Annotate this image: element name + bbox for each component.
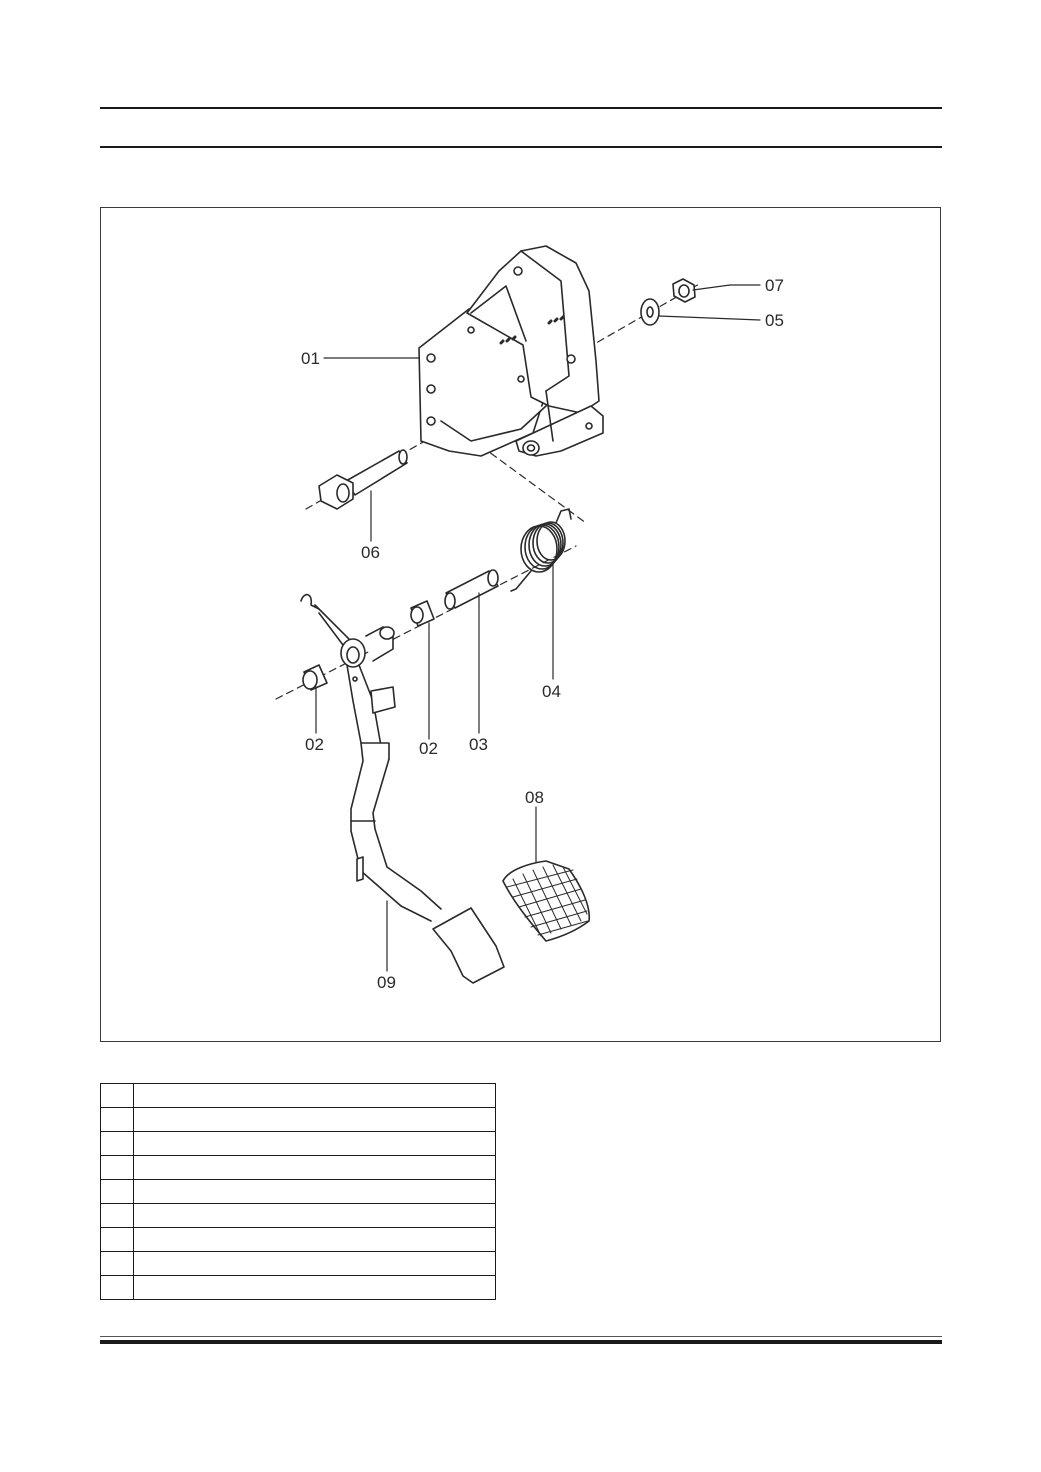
flat-washer [640, 298, 660, 326]
callout-02-right: 02 [419, 739, 438, 758]
bracket-assembly [418, 245, 604, 457]
callout-01: 01 [301, 349, 320, 368]
row-number-cell [100, 1275, 134, 1300]
pivot-sleeve [444, 569, 499, 610]
row-name-cell [133, 1179, 496, 1204]
row-name-cell [133, 1155, 496, 1180]
row-number-cell [100, 1227, 134, 1252]
row-name-cell [133, 1251, 496, 1276]
row-name-cell [133, 1083, 496, 1108]
callout-07: 07 [765, 276, 784, 295]
table-row [100, 1131, 496, 1156]
row-number-cell [100, 1083, 134, 1108]
callout-04: 04 [542, 682, 561, 701]
table-row [100, 1275, 496, 1300]
bushing-right [410, 600, 435, 627]
table-row [100, 1251, 496, 1276]
header-rule-top [100, 107, 942, 109]
hex-nut [672, 278, 696, 303]
header-rule-bottom [100, 146, 942, 148]
table-row [100, 1203, 496, 1228]
table-row [100, 1107, 496, 1132]
table-row [100, 1227, 496, 1252]
callout-02-left: 02 [305, 735, 324, 754]
row-number-cell [100, 1179, 134, 1204]
bushing-left [302, 664, 328, 691]
callout-06: 06 [361, 543, 380, 562]
pedal-arm [300, 593, 505, 984]
flange-bolt [318, 449, 408, 510]
row-number-cell [100, 1155, 134, 1180]
callout-03: 03 [469, 735, 488, 754]
exploded-parts-diagram: 01 02 02 03 04 05 06 07 08 09 [275, 245, 784, 992]
row-name-cell [133, 1131, 496, 1156]
callout-05: 05 [765, 311, 784, 330]
footer-rule-thin [100, 1336, 942, 1337]
row-number-cell [100, 1107, 134, 1132]
leader-lines [315, 284, 761, 972]
diagram-frame: 01 02 02 03 04 05 06 07 08 09 [100, 207, 941, 1042]
return-spring [510, 508, 572, 592]
table-row [100, 1083, 496, 1108]
row-name-cell [133, 1107, 496, 1132]
table-row [100, 1179, 496, 1204]
row-number-cell [100, 1251, 134, 1276]
footer-rule-thick [100, 1340, 942, 1344]
callout-08: 08 [525, 788, 544, 807]
row-number-cell [100, 1131, 134, 1156]
callout-09: 09 [377, 973, 396, 992]
row-name-cell [133, 1275, 496, 1300]
row-number-cell [100, 1203, 134, 1228]
row-name-cell [133, 1227, 496, 1252]
pedal-pad [502, 860, 591, 942]
parts-table [100, 1083, 496, 1300]
row-name-cell [133, 1203, 496, 1228]
table-row [100, 1155, 496, 1180]
